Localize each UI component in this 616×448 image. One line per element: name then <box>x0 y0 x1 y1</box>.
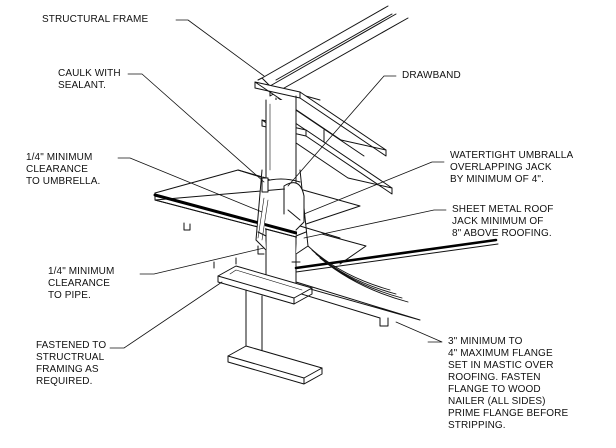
label-line: 8" ABOVE ROOFING. <box>452 228 552 239</box>
label-line: STRUCTRUAL <box>36 352 105 363</box>
label-structural-frame: STRUCTURAL FRAME <box>42 14 148 26</box>
label-line: STRIPPING. <box>448 420 506 431</box>
label-drawband: DRAWBAND <box>402 70 461 82</box>
label-line: TO PIPE. <box>48 290 91 301</box>
leader-caulk <box>127 73 265 183</box>
label-line: ROOFING. FASTEN <box>448 372 541 383</box>
label-fastened: FASTENED TO STRUCTRUAL FRAMING AS REQUIR… <box>36 340 106 388</box>
flange-stripping <box>299 225 409 303</box>
structural-frame-upper <box>257 5 409 101</box>
umbrella <box>261 177 305 231</box>
label-line: PRIME FLANGE BEFORE <box>448 408 569 419</box>
wood-nailer <box>213 257 301 269</box>
leader-structural-frame <box>175 19 265 77</box>
label-line: 4" MAXIMUM FLANGE <box>448 348 553 359</box>
label-line: JACK MINIMUM OF <box>452 216 544 227</box>
label-line: 1/4" MINIMUM <box>48 266 115 277</box>
label-line: SHEET METAL ROOF <box>452 204 554 215</box>
label-line: 3" MINIMUM TO <box>448 336 523 347</box>
label-line: OVERLAPPING JACK <box>450 162 552 173</box>
label-clearance-umbrella: 1/4" MINIMUM CLEARANCE TO UMBRELLA. <box>26 152 100 188</box>
label-line: WATERTIGHT UMBRALLA <box>450 150 574 161</box>
label-line: CAULK WITH <box>58 68 121 79</box>
label-clearance-pipe: 1/4" MINIMUM CLEARANCE TO PIPE. <box>48 266 114 302</box>
label-line: NAILER (ALL SIDES) <box>448 396 546 407</box>
label-line: STRUCTURAL FRAME <box>42 14 149 25</box>
label-line: SEALANT. <box>58 80 107 91</box>
label-caulk: CAULK WITH SEALANT. <box>58 68 121 92</box>
label-line: CLEARANCE <box>26 164 89 175</box>
leader-clearance-umbrella <box>117 157 263 213</box>
label-line: CLEARANCE <box>48 278 111 289</box>
label-line: FLANGE TO WOOD <box>448 384 541 395</box>
label-line: TO UMBRELLA. <box>26 176 101 187</box>
label-flange: 3" MINIMUM TO 4" MAXIMUM FLANGE SET IN M… <box>448 336 568 432</box>
label-line: FRAMING AS <box>36 364 99 375</box>
leader-lines <box>109 19 447 349</box>
leader-drawband <box>287 75 397 187</box>
lower-i-beam <box>217 265 323 385</box>
leader-flange <box>395 321 443 343</box>
label-line: DRAWBAND <box>402 70 461 81</box>
leader-watertight-umbrella <box>303 161 445 215</box>
leader-fastened <box>109 281 223 349</box>
label-line: 1/4" MINIMUM <box>26 152 93 163</box>
leader-sheet-metal-jack <box>303 209 447 239</box>
label-line: SET IN MASTIC OVER <box>448 360 554 371</box>
label-line: FASTENED TO <box>36 340 107 351</box>
label-watertight-umbrella: WATERTIGHT UMBRALLA OVERLAPPING JACK BY … <box>450 150 573 186</box>
leader-clearance-pipe <box>139 247 265 275</box>
label-sheet-metal-jack: SHEET METAL ROOF JACK MINIMUM OF 8" ABOV… <box>452 204 553 240</box>
label-line: BY MINIMUM OF 4". <box>450 174 544 185</box>
label-line: REQUIRED. <box>36 376 93 387</box>
